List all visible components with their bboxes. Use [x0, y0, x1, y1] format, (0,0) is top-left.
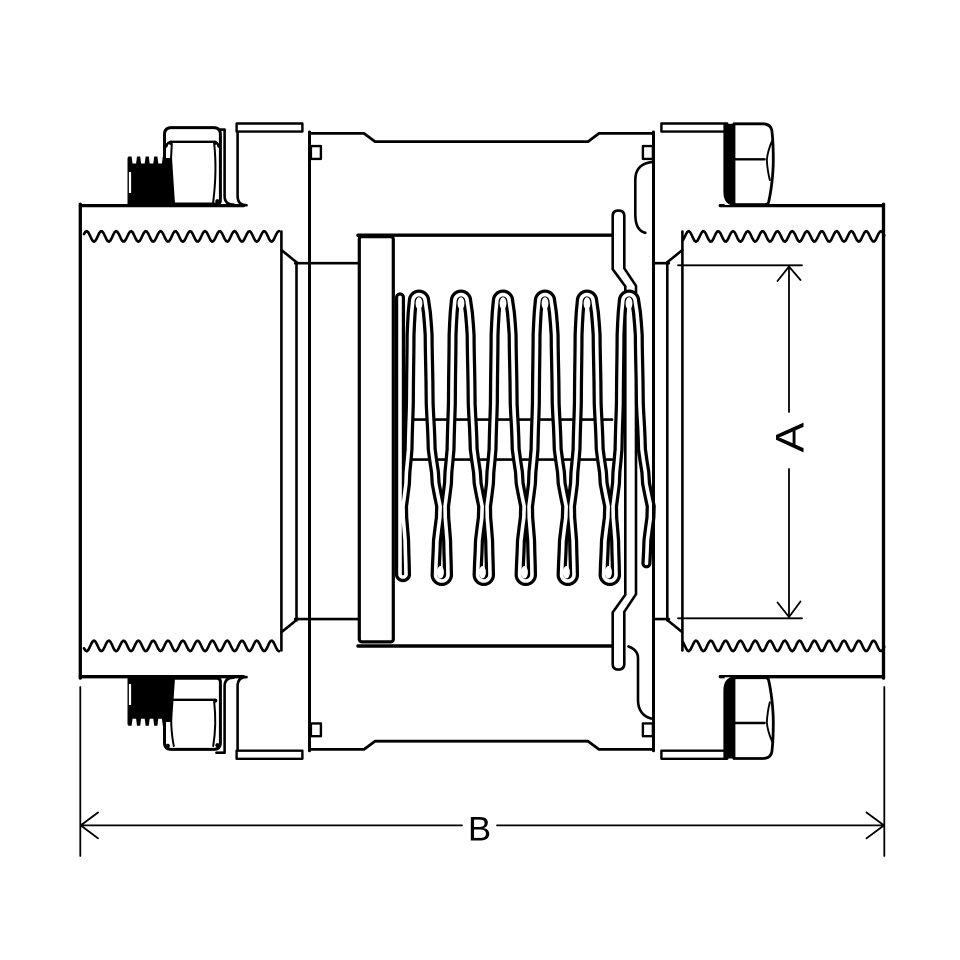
- svg-text:B: B: [468, 811, 491, 849]
- svg-text:A: A: [769, 422, 813, 452]
